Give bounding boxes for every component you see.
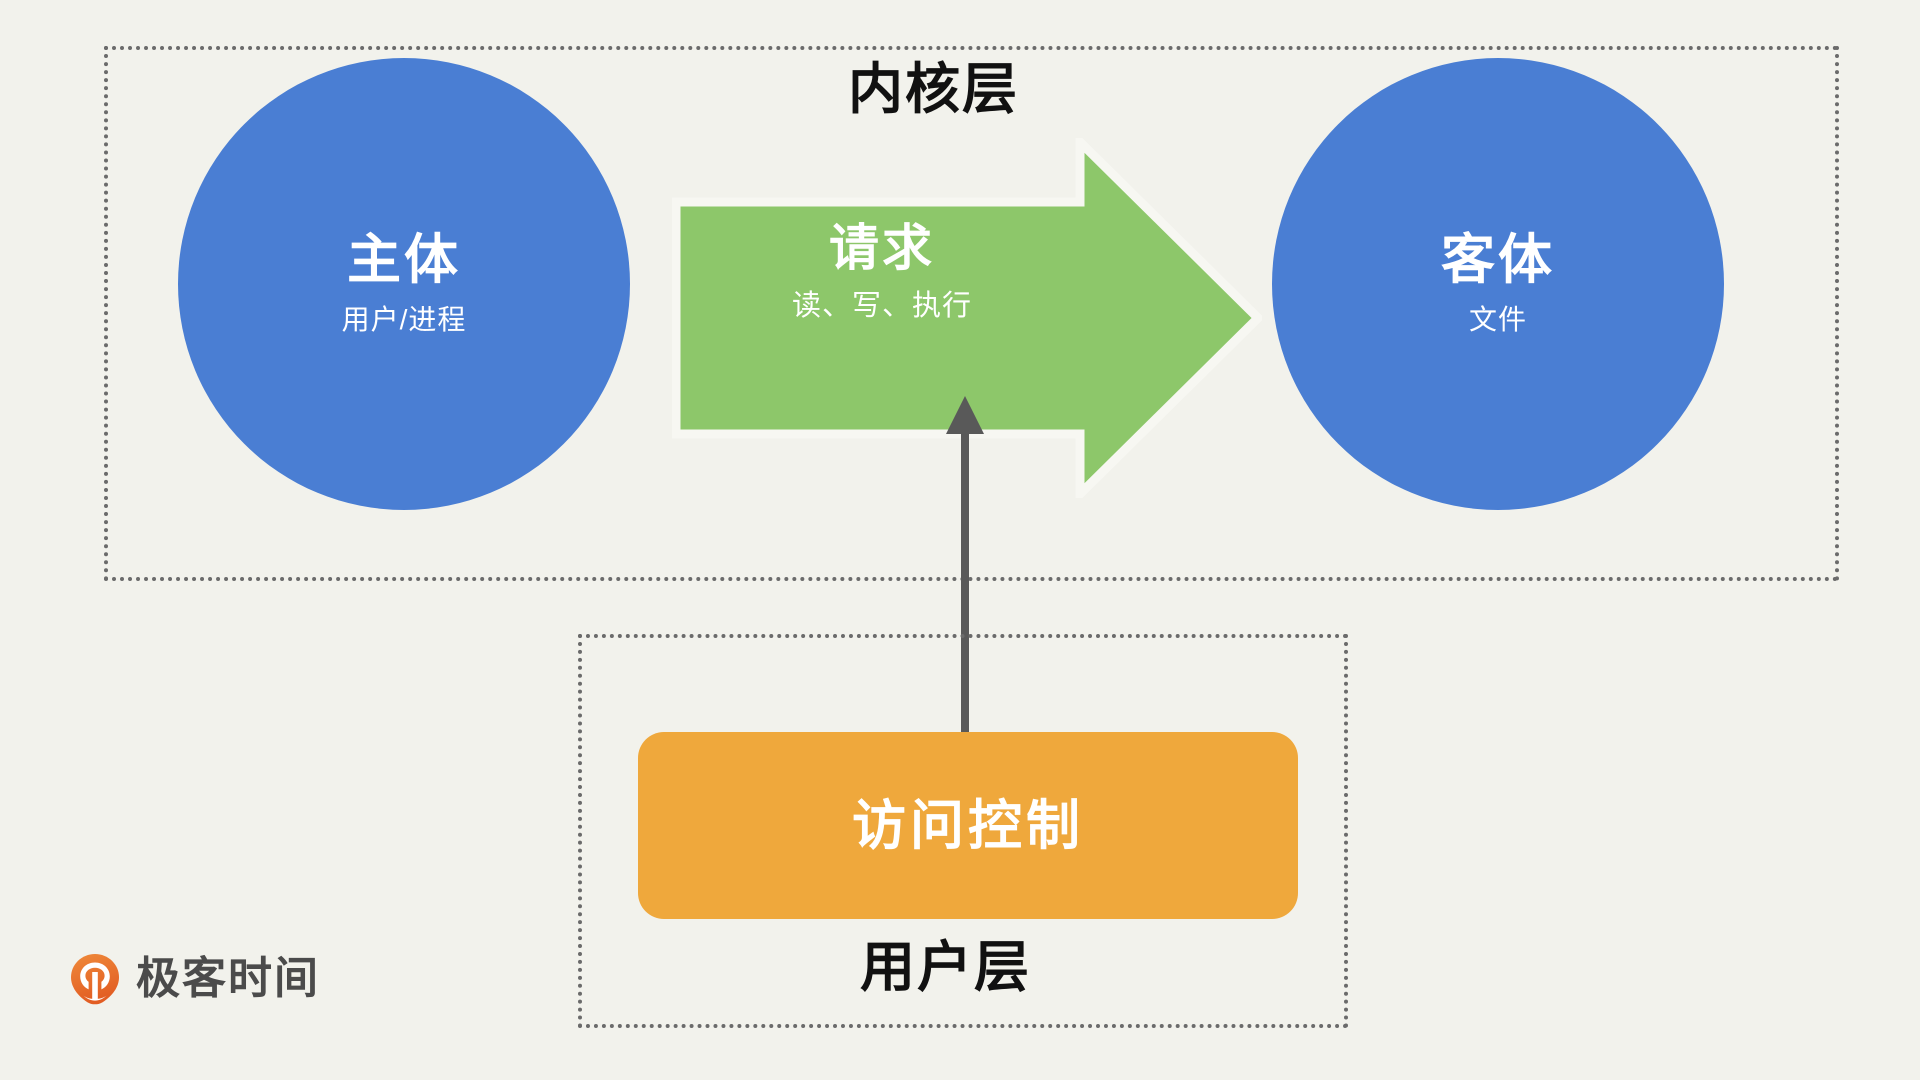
geekbang-logo-icon (71, 954, 119, 1005)
kernel-layer-container (104, 46, 1839, 581)
object-title: 客体 (1441, 229, 1555, 290)
brand-name: 极客时间 (136, 954, 320, 1003)
object-node: 客体 文件 (1272, 58, 1724, 510)
subject-subtitle: 用户/进程 (341, 303, 467, 335)
access-control-label: 访问控制 (852, 795, 1084, 856)
block-arrow-right-icon (672, 138, 1262, 498)
access-control-node: 访问控制 (638, 732, 1298, 919)
arrow-up-icon (946, 396, 984, 736)
request-arrow-shape (672, 138, 1262, 498)
user-layer-title: 用户层 (860, 936, 1032, 998)
subject-node: 主体 用户/进程 (178, 58, 630, 510)
user-layer-container (578, 634, 1348, 1028)
subject-title: 主体 (347, 229, 461, 290)
control-arrow-shape (935, 396, 995, 736)
brand-logo: 极客时间 (68, 952, 320, 1006)
kernel-layer-title: 内核层 (848, 58, 1020, 120)
object-subtitle: 文件 (1468, 303, 1527, 335)
